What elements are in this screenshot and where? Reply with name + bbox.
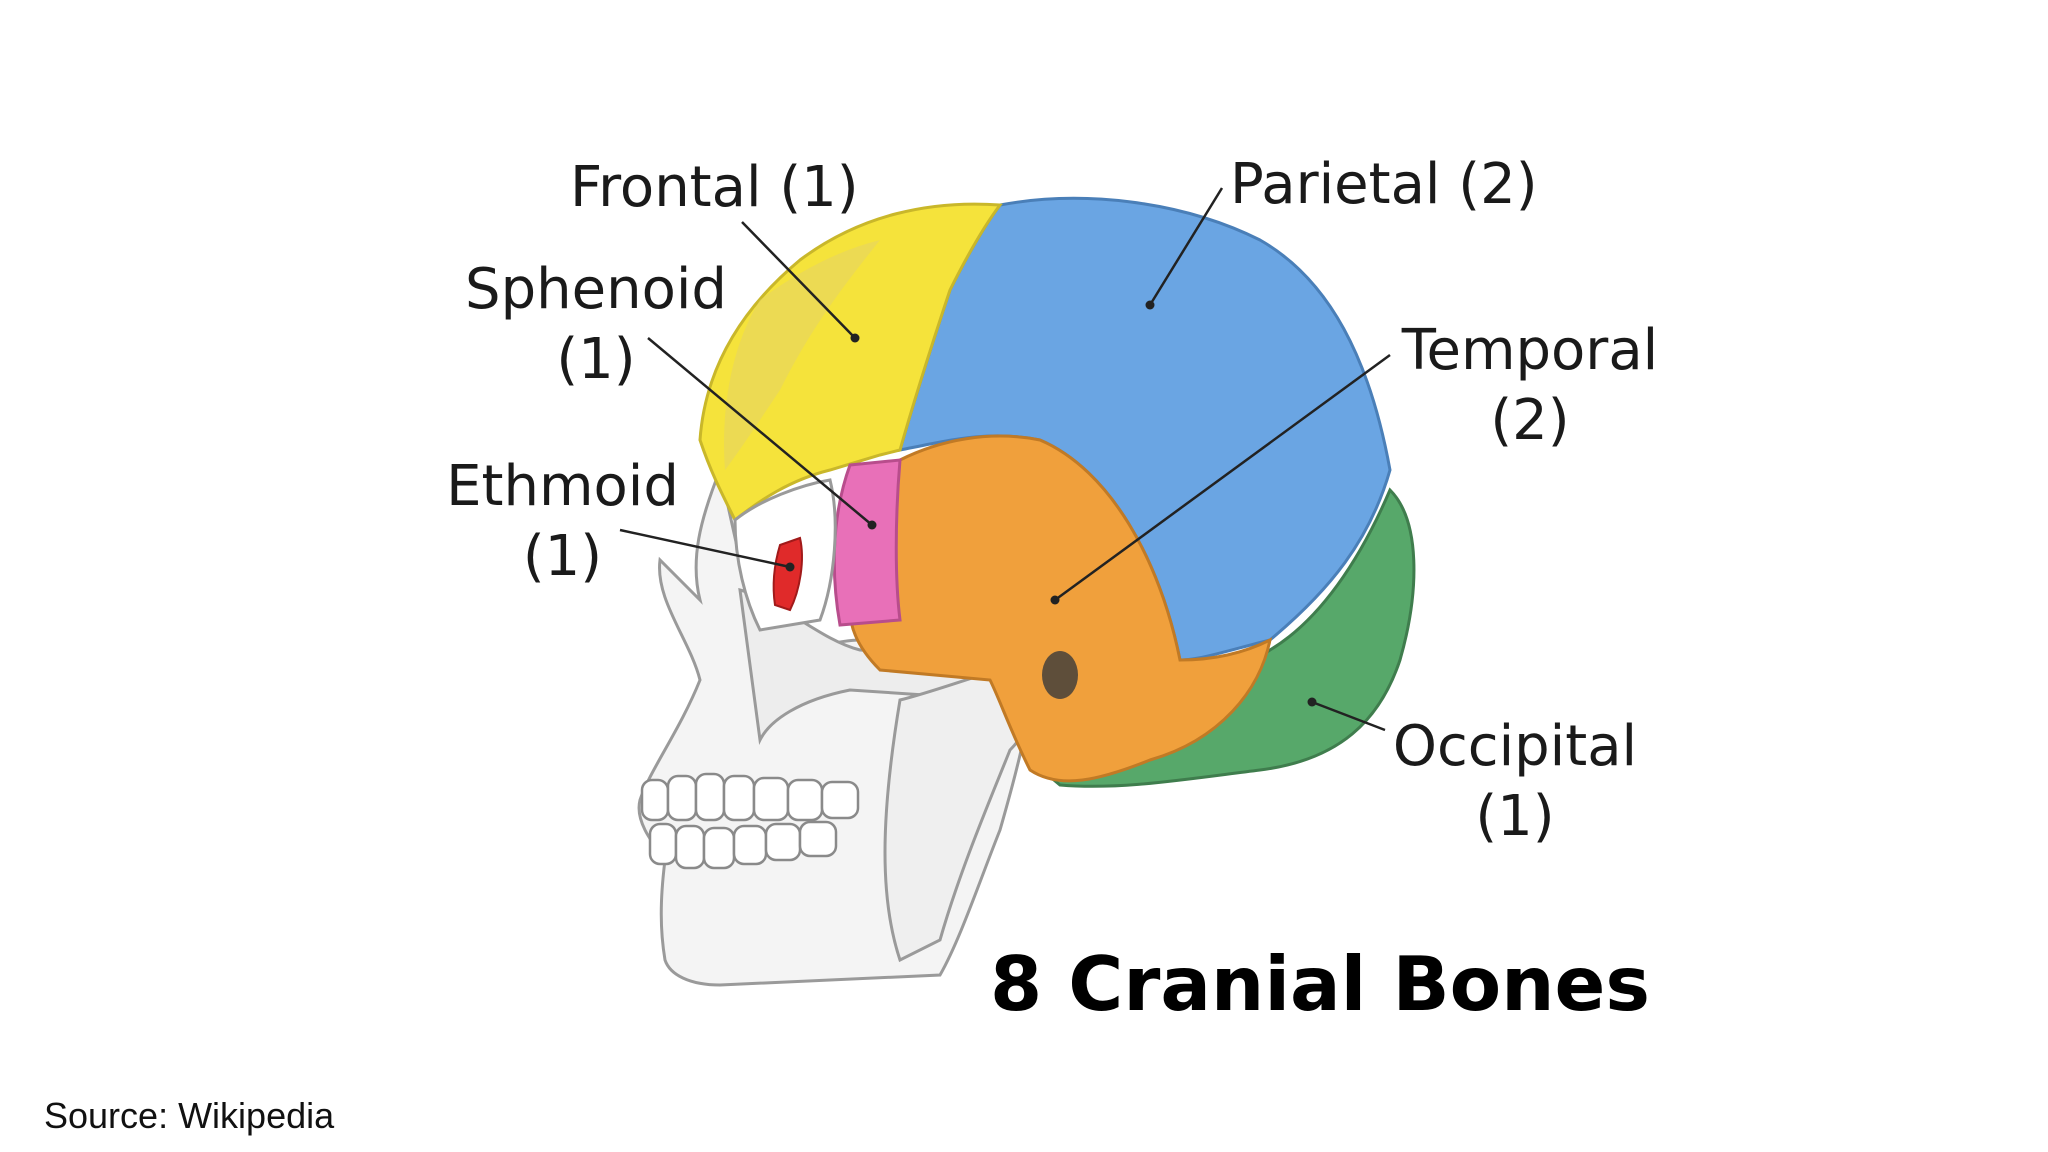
temporal-pointer [1054, 353, 1391, 602]
teeth [640, 772, 860, 870]
occipital-label: Occipital (1) [1385, 712, 1645, 852]
pointer-lines [619, 187, 1391, 732]
source-caption: Source: Wikipedia [44, 1095, 335, 1136]
ethmoid-bone [772, 536, 803, 612]
frontal-bone [698, 202, 1003, 523]
frontal-label: Frontal (1) [570, 155, 859, 220]
parietal-pointer [1148, 187, 1224, 306]
ear-canal [1042, 651, 1078, 699]
occipital-pointer [1311, 700, 1386, 732]
ethmoid-name: Ethmoid [446, 454, 679, 519]
sphenoid-count: (1) [556, 327, 636, 392]
ethmoid-count: (1) [522, 524, 603, 589]
sphenoid-bone [832, 458, 902, 627]
sphenoid-pointer [647, 337, 873, 526]
temporal-name: Temporal [1401, 318, 1659, 383]
diagram-title: 8 Cranial Bones [990, 940, 1651, 1028]
parietal-label: Parietal (2) [1230, 152, 1538, 217]
temporal-bone [848, 434, 1273, 783]
pointer-dots [785, 300, 1317, 707]
ethmoid-label: Ethmoid (1) [440, 452, 685, 592]
frontal-shading [724, 240, 880, 470]
occipital-name: Occipital [1392, 714, 1638, 779]
occipital-bone [1027, 487, 1416, 788]
temporal-label: Temporal (2) [1390, 316, 1670, 456]
sphenoid-name: Sphenoid [465, 257, 727, 322]
frontal-pointer [741, 221, 856, 339]
occipital-count: (1) [1475, 784, 1555, 849]
ethmoid-pointer [619, 528, 791, 569]
sphenoid-label: Sphenoid (1) [462, 255, 730, 395]
temporal-count: (2) [1490, 388, 1570, 453]
